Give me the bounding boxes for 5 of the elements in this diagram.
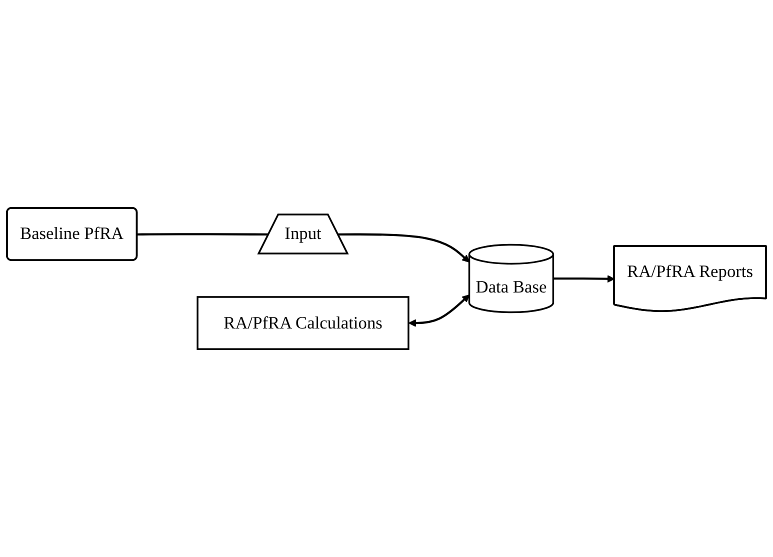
arrow: [338, 233, 470, 262]
connector: [137, 233, 269, 236]
arrow: [553, 275, 615, 283]
node-box: RA/PfRA Calculations: [196, 296, 410, 350]
arrow: [408, 294, 470, 327]
